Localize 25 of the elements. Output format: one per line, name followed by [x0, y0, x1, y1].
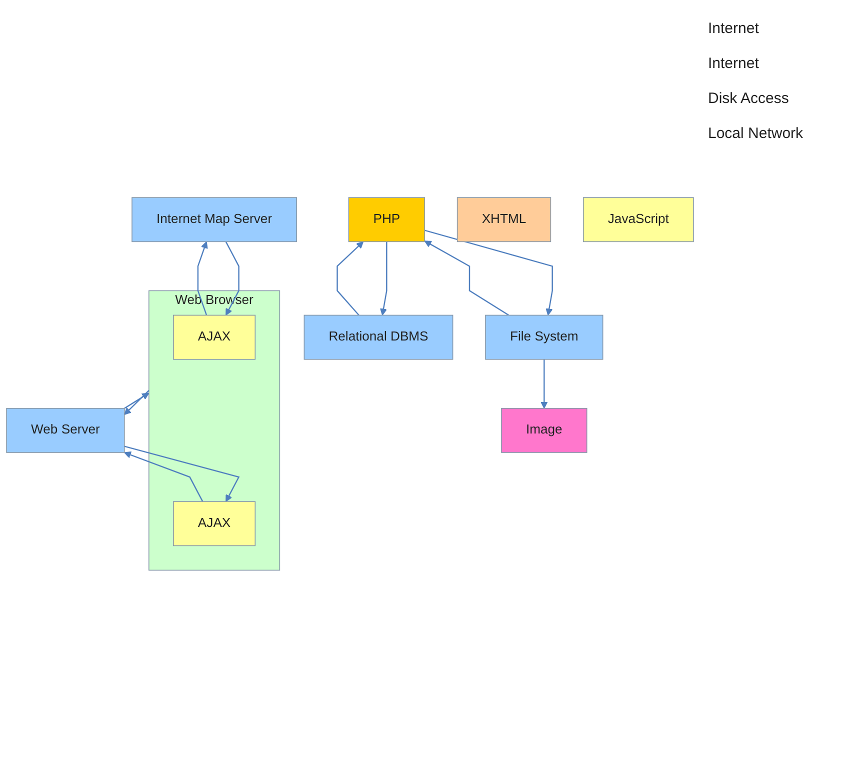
- node-box: XHTML: [456, 196, 552, 242]
- arrow: [197, 240, 208, 316]
- node-box: Internet Map Server: [132, 196, 297, 242]
- node-box: Image: [501, 408, 588, 453]
- node-box: AJAX: [173, 500, 256, 546]
- arrow: [124, 392, 150, 409]
- node-box: Relational DBMS: [304, 314, 454, 360]
- node-box: File System: [485, 314, 604, 360]
- arrow: [124, 451, 204, 502]
- note-label: Disk Access: [708, 90, 790, 107]
- arrow: [424, 240, 510, 316]
- node-box: JavaScript: [582, 196, 694, 242]
- arrow: [540, 358, 548, 408]
- arrow: [225, 241, 240, 316]
- arrow: [336, 240, 364, 316]
- node-box: PHP: [348, 196, 426, 242]
- arrow: [124, 445, 240, 502]
- arrow: [124, 390, 150, 415]
- arrow: [380, 241, 388, 316]
- note-label: Internet: [708, 55, 760, 72]
- node-box: Web Server: [6, 408, 125, 453]
- note-label: Local Network: [708, 125, 804, 142]
- node-box: AJAX: [173, 314, 256, 360]
- arrow: [424, 229, 553, 316]
- note-label: Internet: [708, 20, 760, 37]
